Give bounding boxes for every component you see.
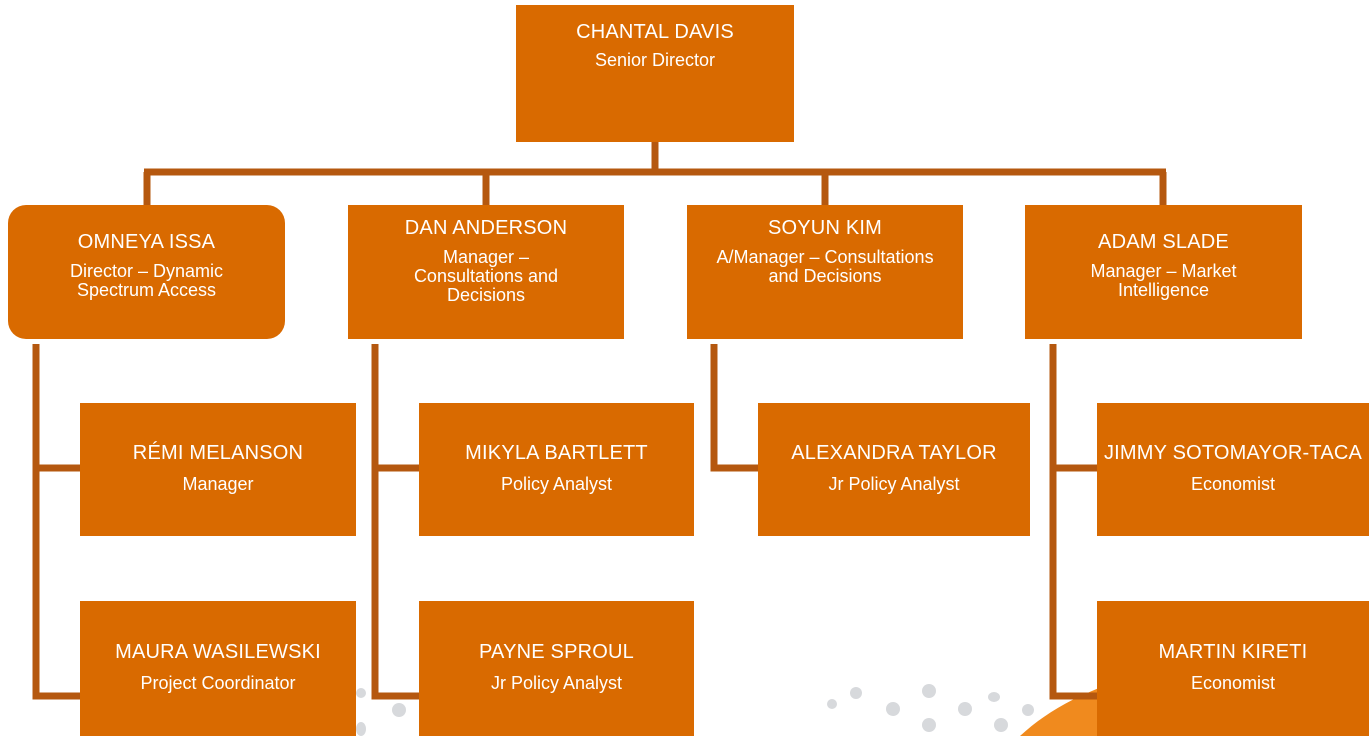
org-box-mikyla-bartlett: MIKYLA BARTLETT Policy Analyst <box>419 403 694 536</box>
org-box-payne-sproul: PAYNE SPROUL Jr Policy Analyst <box>419 601 694 736</box>
org-box-alexandra-taylor: ALEXANDRA TAYLOR Jr Policy Analyst <box>758 403 1030 536</box>
decorative-dot <box>1022 704 1034 716</box>
org-box-maura-wasilewski: MAURA WASILEWSKI Project Coordinator <box>80 601 356 736</box>
decorative-dot <box>850 687 862 699</box>
person-name: ALEXANDRA TAYLOR <box>791 441 997 464</box>
person-title: Economist <box>1190 672 1276 693</box>
decorative-dot <box>994 718 1008 732</box>
person-title: Manager – Market Intelligence <box>1090 261 1237 300</box>
person-name: DAN ANDERSON <box>404 217 568 239</box>
decorative-dot <box>922 684 936 698</box>
org-box-chantal-davis: CHANTAL DAVIS Senior Director <box>516 5 794 142</box>
person-title: A/Manager – Consultations and Decisions <box>716 247 934 286</box>
decorative-dot <box>958 702 972 716</box>
person-title: Manager – Consultations and Decisions <box>413 247 559 305</box>
decorative-dot <box>356 688 366 698</box>
person-name: PAYNE SPROUL <box>478 640 635 663</box>
decorative-dot <box>356 722 366 736</box>
person-title: Senior Director <box>594 50 716 70</box>
person-name: RÉMI MELANSON <box>132 441 304 464</box>
decorative-dot <box>886 702 900 716</box>
person-name: ADAM SLADE <box>1098 231 1229 253</box>
decorative-dot <box>827 699 837 709</box>
person-name: OMNEYA ISSA <box>77 231 216 253</box>
person-name: CHANTAL DAVIS <box>576 21 734 43</box>
org-box-adam-slade: ADAM SLADE Manager – Market Intelligence <box>1025 205 1302 339</box>
person-name: MAURA WASILEWSKI <box>115 640 321 663</box>
org-box-soyun-kim: SOYUN KIM A/Manager – Consultations and … <box>687 205 963 339</box>
person-title: Manager <box>182 473 254 494</box>
org-box-remi-melanson: RÉMI MELANSON Manager <box>80 403 356 536</box>
decorative-dot <box>392 703 406 717</box>
person-title: Policy Analyst <box>500 473 613 494</box>
decorative-dot <box>988 692 1000 702</box>
person-title: Jr Policy Analyst <box>490 672 623 693</box>
org-box-omneya-issa: OMNEYA ISSA Director – Dynamic Spectrum … <box>8 205 285 339</box>
person-title: Director – Dynamic Spectrum Access <box>69 261 224 300</box>
person-name: SOYUN KIM <box>767 217 883 239</box>
person-title: Jr Policy Analyst <box>828 473 960 494</box>
person-name: MARTIN KIRETI <box>1158 640 1308 663</box>
org-box-martin-kireti: MARTIN KIRETI Economist <box>1097 601 1369 736</box>
person-title: Project Coordinator <box>140 672 296 693</box>
org-box-jimmy-sotomayor-taca: JIMMY SOTOMAYOR-TACA Economist <box>1097 403 1369 536</box>
org-box-dan-anderson: DAN ANDERSON Manager – Consultations and… <box>348 205 624 339</box>
decorative-dot <box>922 718 936 732</box>
person-name: JIMMY SOTOMAYOR-TACA <box>1103 441 1363 464</box>
person-name: MIKYLA BARTLETT <box>465 441 648 464</box>
person-title: Economist <box>1190 473 1276 494</box>
